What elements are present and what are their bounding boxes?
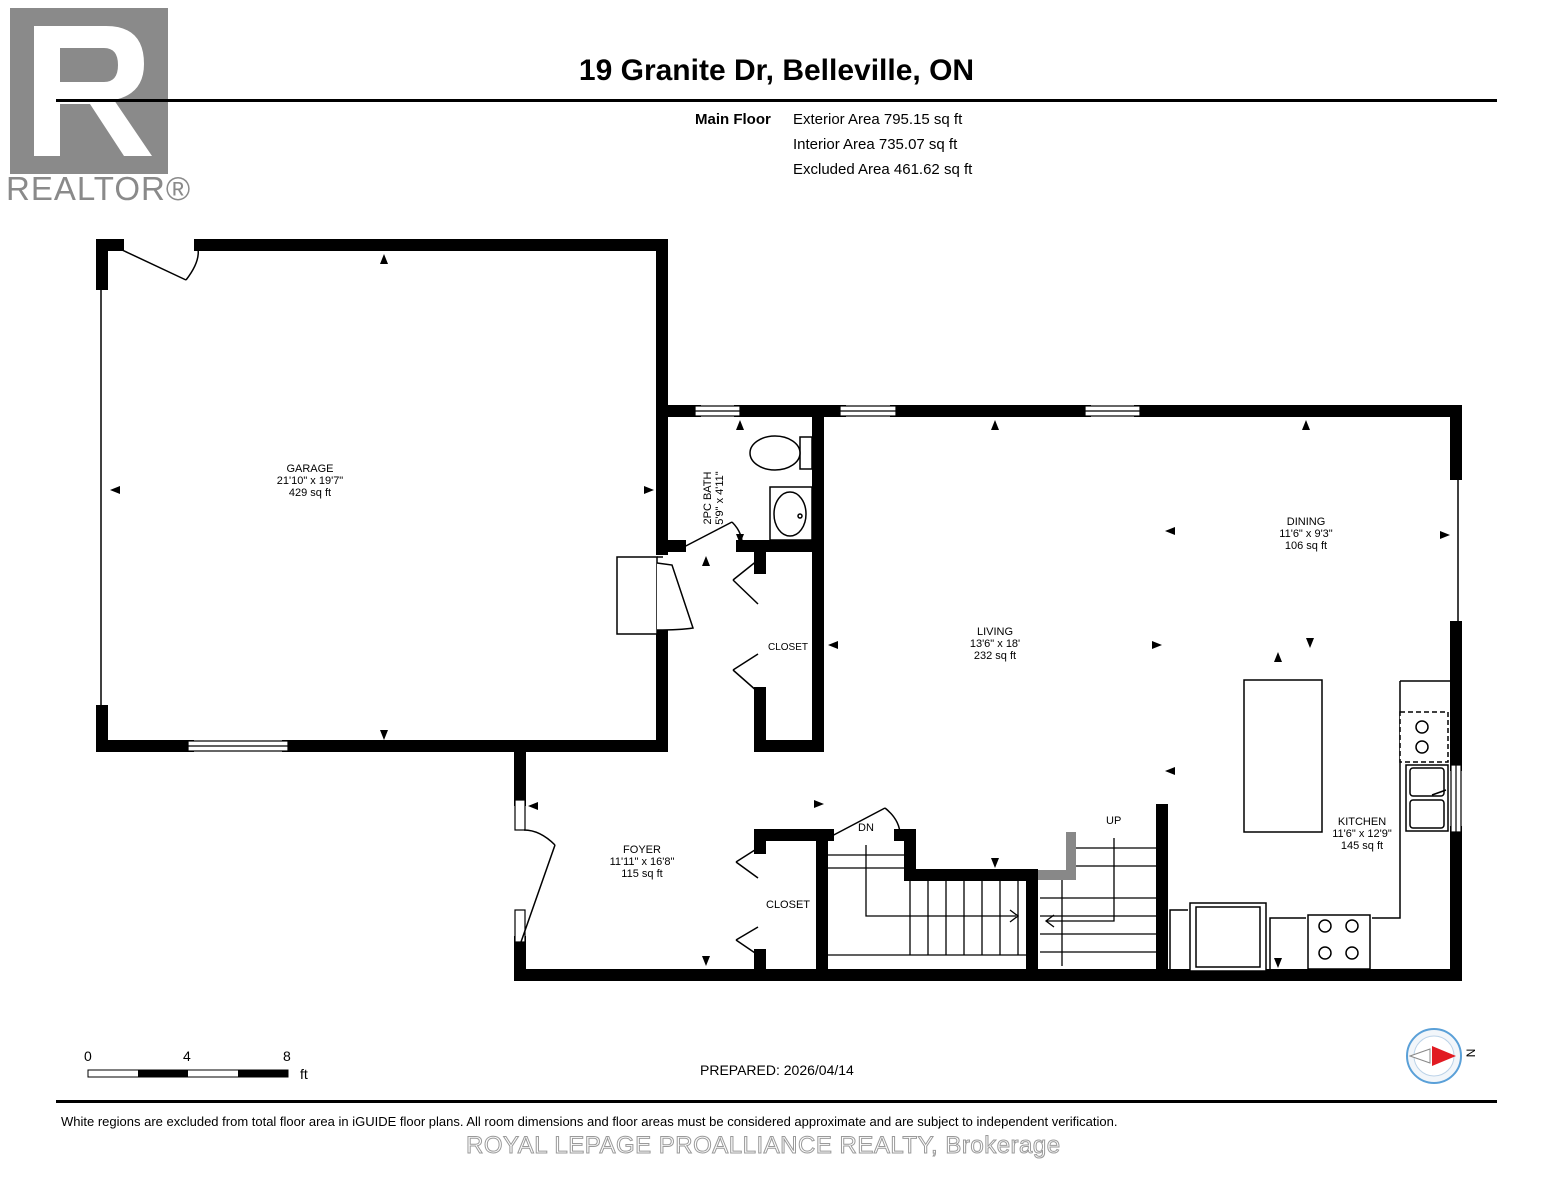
room-kitchen: KITCHEN 11'6" x 12'9" 145 sq ft — [1292, 816, 1432, 852]
stairs-down-label: DN — [858, 822, 874, 834]
room-dims: 11'6" x 12'9" — [1332, 828, 1392, 840]
interior-area: Interior Area 735.07 sq ft — [793, 136, 958, 153]
stairs — [828, 838, 1158, 966]
excluded-area: Excluded Area 461.62 sq ft — [793, 161, 973, 178]
room-bath: 2PC BATH 5'9" x 4'11" — [702, 448, 726, 548]
realtor-logo: REALTOR® — [6, 6, 196, 211]
room-name: GARAGE — [286, 463, 334, 475]
windows — [187, 405, 1462, 943]
room-foyer: FOYER 11'11" x 16'8" 115 sq ft — [572, 844, 712, 880]
room-area: 232 sq ft — [973, 650, 1017, 662]
stairs-up-label: UP — [1106, 815, 1122, 827]
scale-label-8: 8 — [283, 1048, 291, 1064]
title-divider — [56, 99, 1497, 102]
prepared-date: PREPARED: 2026/04/14 — [700, 1062, 854, 1078]
compass-label: N — [1463, 1048, 1478, 1058]
room-area: 429 sq ft — [288, 487, 332, 499]
compass-icon — [1406, 1028, 1462, 1084]
dimension-arrows — [110, 254, 1450, 968]
doors — [100, 248, 1459, 956]
room-name: DINING — [1286, 516, 1326, 528]
room-dims: 11'6" x 9'3" — [1279, 528, 1333, 540]
room-dims: 5'9" x 4'11" — [714, 471, 726, 525]
room-closet-lower: CLOSET — [766, 899, 811, 911]
page-title: 19 Granite Dr, Belleville, ON — [578, 54, 975, 87]
room-area: 106 sq ft — [1284, 540, 1328, 552]
disclaimer: White regions are excluded from total fl… — [61, 1114, 1118, 1129]
room-garage: GARAGE 21'10" x 19'7" 429 sq ft — [240, 463, 380, 499]
scale-bar — [87, 1069, 289, 1078]
scale-unit: ft — [300, 1066, 308, 1082]
bath-fixtures — [749, 435, 813, 541]
room-dims: 21'10" x 19'7" — [276, 475, 344, 487]
stair-rail — [1066, 832, 1076, 880]
scale-label-0: 0 — [84, 1048, 92, 1064]
room-area: 145 sq ft — [1340, 840, 1384, 852]
room-dims: 11'11" x 16'8" — [609, 856, 675, 868]
realtor-r-icon — [10, 8, 168, 174]
room-closet-upper: CLOSET — [768, 642, 809, 653]
scale-label-4: 4 — [183, 1048, 191, 1064]
kitchen-fixtures — [1169, 679, 1450, 972]
stair-rail-lower — [1038, 870, 1076, 880]
room-dining: DINING 11'6" x 9'3" 106 sq ft — [1236, 516, 1376, 552]
room-name: FOYER — [623, 844, 661, 856]
room-living: LIVING 13'6" x 18' 232 sq ft — [925, 626, 1065, 662]
floor-label: Main Floor — [695, 111, 771, 128]
room-name: LIVING — [976, 626, 1014, 638]
brokerage-watermark: ROYAL LEPAGE PROALLIANCE REALTY, Brokera… — [466, 1132, 1061, 1160]
garage-steps — [616, 556, 694, 635]
room-area: 115 sq ft — [621, 868, 663, 880]
exterior-area: Exterior Area 795.15 sq ft — [793, 111, 963, 128]
room-name: 2PC BATH — [702, 471, 714, 525]
realtor-logo-text: REALTOR® — [6, 170, 192, 207]
walls — [96, 239, 1462, 981]
room-name: KITCHEN — [1337, 816, 1387, 828]
room-dims: 13'6" x 18' — [969, 638, 1021, 650]
